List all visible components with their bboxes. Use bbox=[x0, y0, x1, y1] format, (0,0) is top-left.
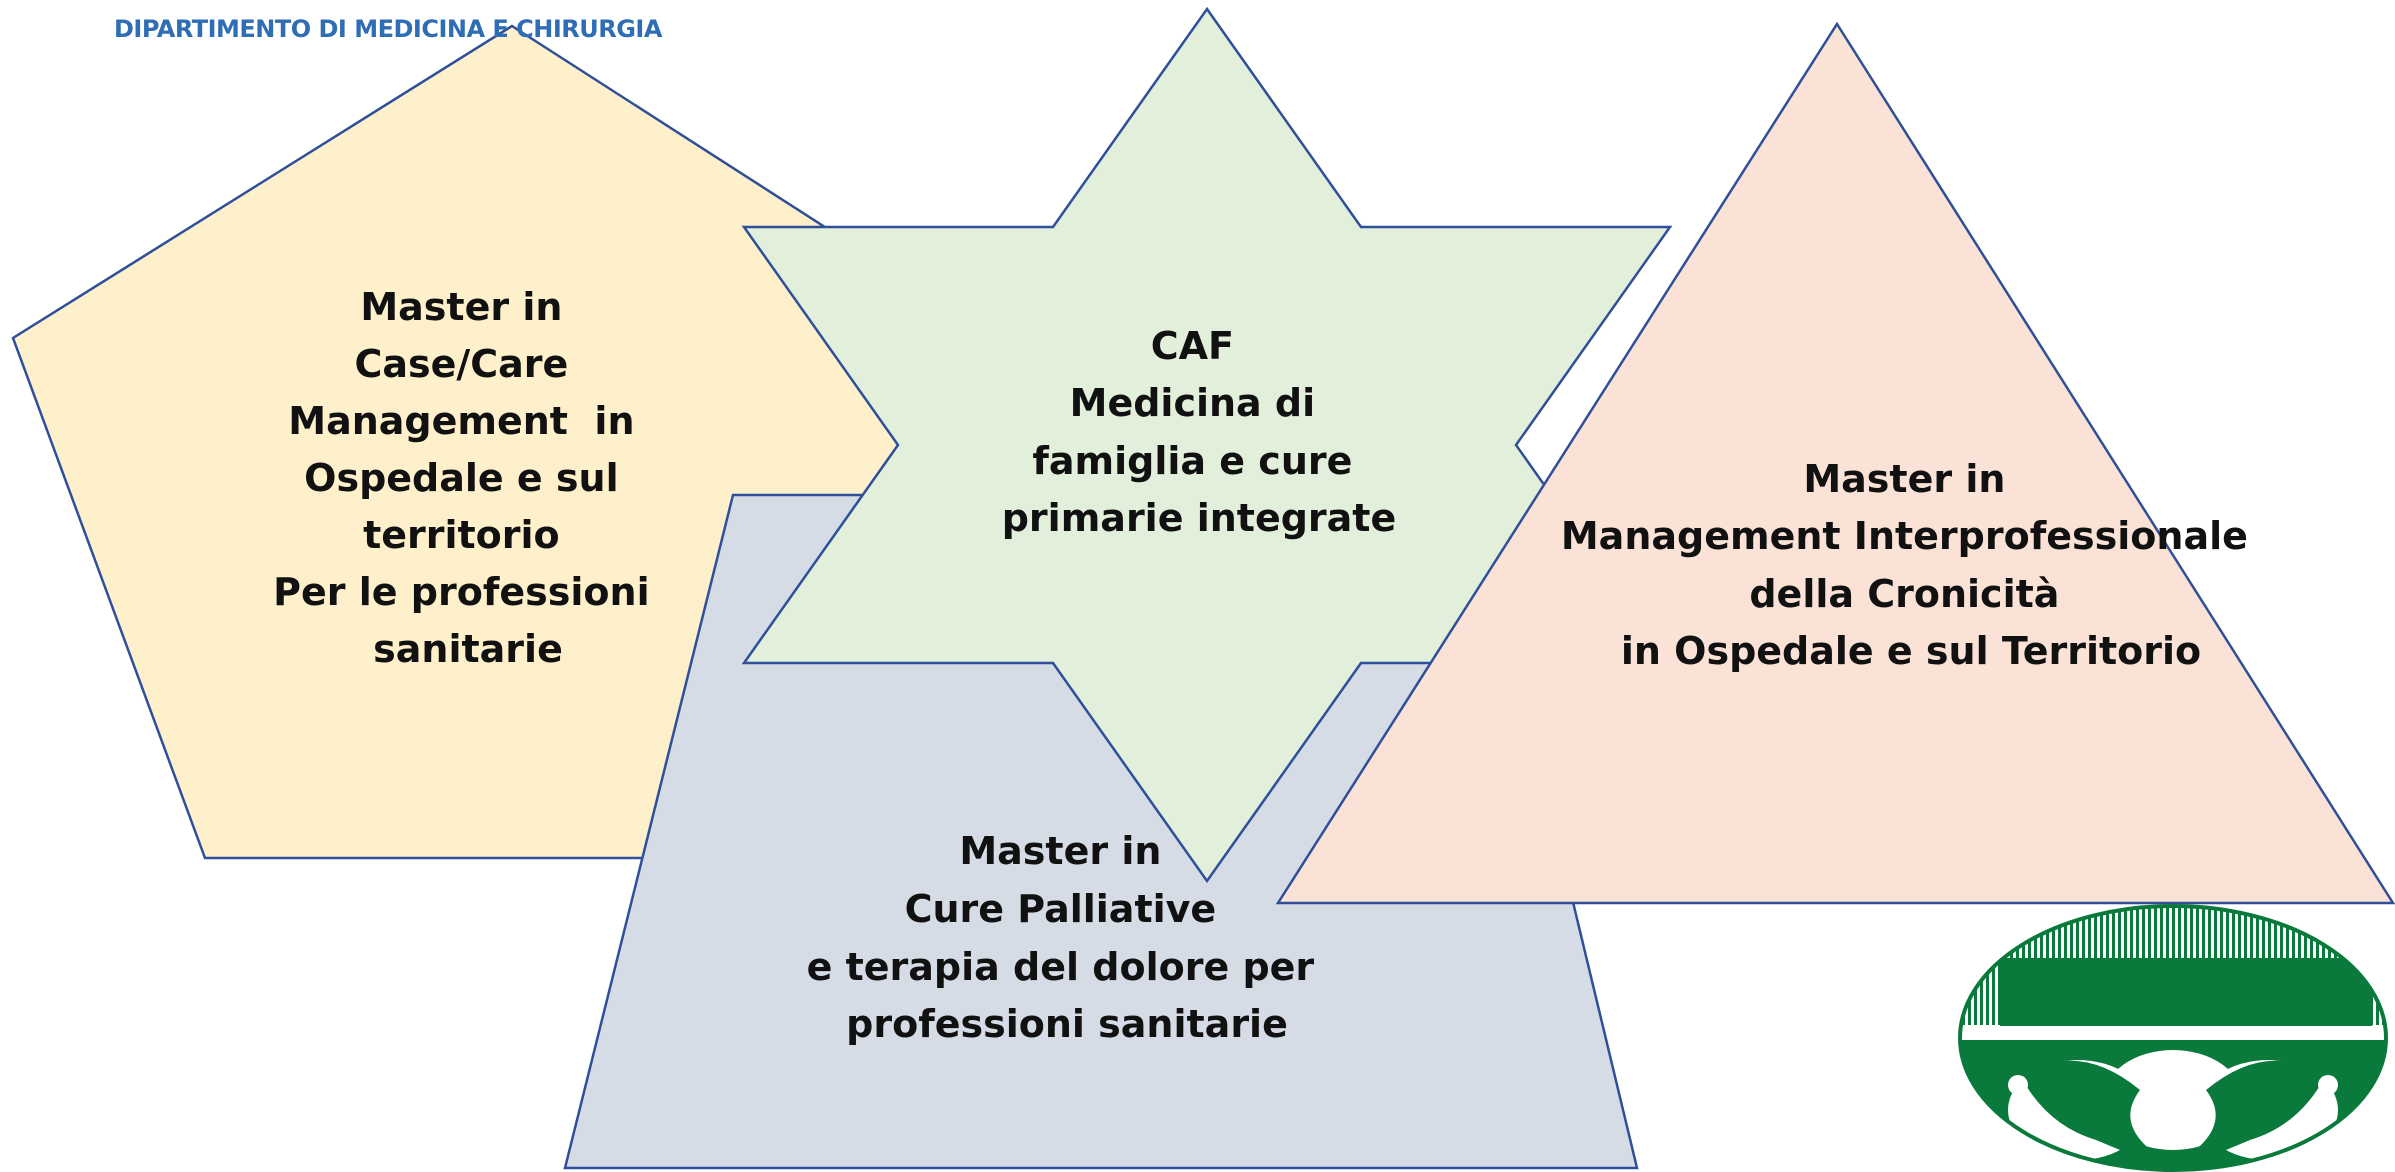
trapezoid-label-line: e terapia del dolore per bbox=[807, 945, 1315, 989]
star-label-line: primarie integrate bbox=[1002, 496, 1397, 540]
triangle-label-line: della Cronicità bbox=[1749, 572, 2059, 616]
trapezoid-label-line: professioni sanitarie bbox=[846, 1002, 1288, 1046]
triangle-label-line: in Ospedale e sul Territorio bbox=[1621, 629, 2201, 673]
university-seal-icon bbox=[1958, 904, 2388, 1172]
pentagon-label: Master in Case/Care Management in Ospeda… bbox=[273, 285, 663, 671]
triangle-shape bbox=[1275, 21, 2395, 905]
pentagon-label-line: territorio bbox=[363, 513, 560, 557]
department-header: DIPARTIMENTO DI MEDICINA E CHIRURGIA bbox=[114, 15, 663, 43]
pentagon-label-line: Ospedale e sul bbox=[304, 456, 618, 500]
pentagon-label-line: Case/Care bbox=[354, 342, 568, 386]
pentagon-label-line: Master in bbox=[360, 285, 562, 329]
pentagon-label-line: Per le professioni bbox=[273, 570, 649, 614]
trapezoid-label-line: Master in bbox=[959, 829, 1161, 873]
pentagon-label-line: Management in bbox=[288, 399, 634, 443]
star-label-line: Medicina di bbox=[1070, 381, 1316, 425]
trapezoid-label: Master in Cure Palliative e terapia del … bbox=[807, 829, 1328, 1046]
trapezoid-label-line: Cure Palliative bbox=[905, 887, 1217, 931]
star-label-line: famiglia e cure bbox=[1032, 439, 1352, 483]
triangle-label-line: Master in bbox=[1803, 457, 2005, 501]
star-label: CAF Medicina di famiglia e cure primarie… bbox=[1002, 324, 1397, 540]
pentagon-label-line: sanitarie bbox=[373, 627, 563, 671]
triangle-label-line: Management Interprofessionale bbox=[1561, 514, 2248, 558]
star-label-line: CAF bbox=[1151, 324, 1234, 368]
triangle-label: Master in Management Interprofessionale … bbox=[1561, 457, 2261, 673]
